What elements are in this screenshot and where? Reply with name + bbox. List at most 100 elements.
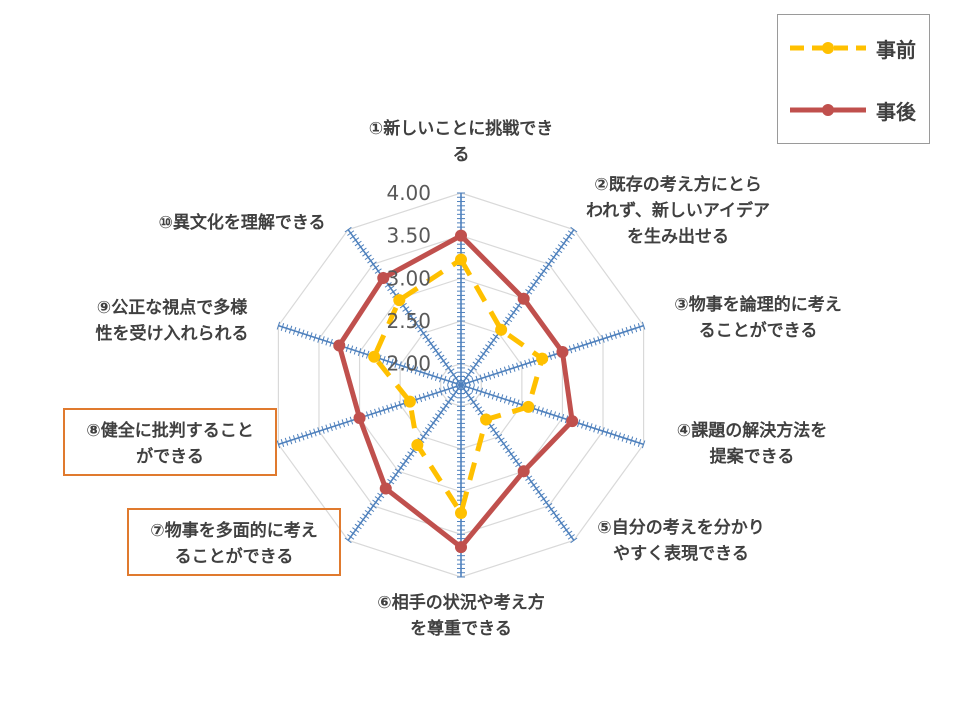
axis-tick-7 [344,537,352,544]
axis-tick-3 [495,369,500,378]
axis-tick-7 [354,523,362,530]
axis-tick-7 [394,468,402,475]
axis-tick-10 [404,309,412,316]
axis-tick-8 [301,432,305,441]
axis-tick-8 [438,387,443,396]
axis-tick-9 [361,349,366,358]
axis-line-10 [347,229,462,386]
axis-label-2-line-2: われず、新しいアイデア [585,201,771,221]
axis-tick-5 [545,503,553,509]
axis-tick-2 [570,226,578,233]
tick-label-2: 3.00 [386,266,431,290]
axis-label-4-line-2: 提案できる [709,447,795,467]
axis-tick-9 [353,346,358,355]
axis-tick-8 [426,391,431,400]
axis-tick-2 [532,278,540,285]
axis-tick-5 [550,509,558,516]
axis-tick-8 [288,436,293,445]
axis-tick-8 [329,423,333,432]
axis-tick-5 [542,499,550,506]
axis-tick-5 [560,523,568,530]
axis-tick-2 [545,261,553,267]
axis-label-5-line-1: ⑤自分の考えを分かり [597,518,765,538]
axis-tick-8 [309,429,313,438]
axis-tick-3 [572,344,577,353]
axis-tick-9 [430,371,435,380]
axis-tick-3 [491,370,496,379]
axis-label-7-line-1: ⑦物事を多面的に考え [150,521,318,541]
axis-tick-3 [609,332,613,341]
tick-label-4: 4.00 [386,181,431,205]
axis-tick-2 [555,247,563,254]
axis-tick-3 [585,340,589,349]
axis-tick-7 [397,465,405,471]
axis-tick-4 [503,395,508,404]
axis-tick-8 [378,407,382,416]
axis-tick-3 [548,352,552,360]
axis-tick-9 [280,323,285,331]
series-point-before-10 [393,294,406,307]
axis-tick-8 [443,386,447,395]
axis-tick-5 [540,496,548,502]
axis-tick-3 [589,338,593,347]
axis-tick-9 [398,361,402,370]
axis-tick-9 [317,334,321,343]
axis-tick-7 [439,406,447,412]
axis-label-1: ①新しいことに挑戦できる [336,116,586,168]
axis-tick-3 [625,326,630,335]
series-point-after-10 [377,271,390,284]
axis-tick-10 [442,361,450,368]
axis-tick-10 [374,268,382,274]
axis-tick-3 [524,359,528,368]
axis-tick-3 [593,337,597,346]
axis-tick-10 [409,316,417,323]
series-point-after-2 [517,292,530,305]
axis-tick-7 [429,420,437,426]
axis-tick-3 [613,330,617,339]
axis-label-9-line-2: 性を受け入れられる [95,324,249,344]
axis-tick-5 [500,440,508,447]
axis-tick-4 [552,411,557,420]
axis-tick-2 [467,368,475,374]
series-point-before-9 [368,350,381,363]
axis-tick-7 [409,447,417,454]
axis-tick-4 [625,435,630,444]
axis-tick-9 [321,336,325,345]
axis-line-3 [460,324,644,386]
axis-tick-7 [424,427,432,433]
axis-tick-10 [447,368,455,374]
axis-tick-7 [392,471,400,478]
axis-tick-10 [419,330,427,336]
axis-tick-5 [525,475,533,481]
axis-tick-4 [613,431,617,440]
axis-tick-7 [364,509,372,516]
axis-tick-9 [296,328,301,337]
axis-tick-2 [525,289,533,295]
axis-label-9: ⑨公正な視点で多様性を受け入れられる [57,295,287,347]
axis-tick-7 [374,496,382,502]
axis-tick-3 [512,363,516,372]
axis-tick-3 [475,375,479,384]
axis-tick-8 [321,425,325,434]
axis-tick-2 [464,371,473,378]
axis-tick-2 [535,275,543,281]
axis-tick-3 [503,366,508,375]
axis-tick-2 [565,233,573,240]
axis-tick-10 [357,244,365,250]
axis-tick-8 [333,421,337,430]
axis-tick-10 [399,302,407,309]
axis-tick-3 [597,336,601,345]
axis-tick-10 [362,251,370,257]
axis-tick-8 [390,403,394,412]
axis-tick-3 [479,374,484,383]
axis-tick-8 [276,440,281,449]
axis-tick-9 [418,367,423,376]
axis-tick-9 [394,359,398,368]
axis-tick-2 [552,251,560,257]
legend-item-before: 事前 [788,33,916,63]
axis-tick-3 [605,333,609,342]
axis-tick-3 [528,358,532,367]
axis-label-1-line-1: ①新しいことに挑戦でき [368,119,554,139]
axis-tick-4 [605,428,609,437]
axis-line-4 [460,384,644,446]
